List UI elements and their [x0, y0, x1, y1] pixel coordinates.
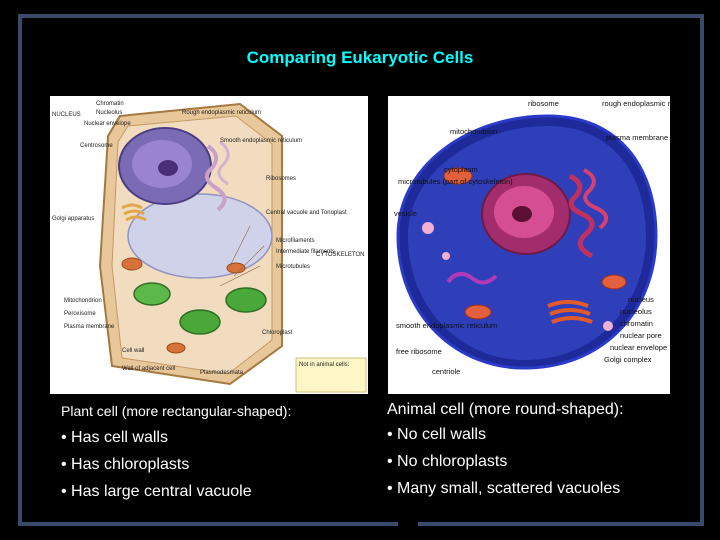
label-microtubules: microtubules (part of cytoskeleton)	[398, 177, 513, 186]
animal-bullet-cell-walls: • No cell walls	[387, 426, 486, 443]
plant-bullet-vacuole: • Has large central vacuole	[61, 483, 252, 500]
slide-frame-bottom	[18, 518, 704, 530]
label-mitochondrion: mitochondrion	[450, 127, 497, 136]
label-ribosome: ribosome	[528, 99, 559, 108]
label-free-ribosome: free ribosome	[396, 347, 442, 356]
animal-cell-caption: Animal cell (more round-shaped):	[387, 401, 624, 418]
label-nuclear-pore: nuclear pore	[620, 331, 662, 340]
plant-bullet-chloroplasts: • Has chloroplasts	[61, 456, 190, 473]
label-plasma-membrane: Plasma membrane	[64, 324, 115, 330]
label-centrosome: Centrosome	[80, 143, 113, 149]
label-chromatin: chromatin	[620, 319, 653, 328]
slide-frame-right	[700, 14, 704, 526]
label-golgi: Golgi apparatus	[52, 216, 94, 222]
label-vacuole: Central vacuole and Tonoplast	[266, 210, 347, 216]
label-nuclear-envelope: nuclear envelope	[610, 343, 667, 352]
label-plasmodesmata: Plasmodesmata	[200, 370, 244, 376]
label-rough-er: rough endoplasmic reticulum	[602, 99, 670, 108]
label-nucleolus: nucleolus	[620, 307, 652, 316]
label-intermediate: Intermediate filaments	[276, 249, 335, 255]
label-microfilaments: Microfilaments	[276, 238, 315, 244]
animal-bullet-vacuoles: • Many small, scattered vacuoles	[387, 480, 621, 497]
plant-bullet-cell-walls: • Has cell walls	[61, 429, 168, 446]
animal-cell-diagram: ribosome rough endoplasmic reticulum mit…	[388, 96, 670, 394]
label-vesicle: vesicle	[394, 209, 417, 218]
label-mitochondrion: Mitochondrion	[64, 298, 102, 304]
animal-bullet-list: • No cell walls • No chloroplasts • Many…	[387, 425, 620, 506]
label-nucleus: NUCLEUS	[52, 112, 81, 118]
label-cell-wall: Cell wall	[122, 348, 144, 354]
label-smooth-er: smooth endoplasmic reticulum	[396, 321, 497, 330]
label-nuclear-envelope: Nuclear envelope	[84, 121, 131, 127]
label-smooth-er: Smooth endoplasmic reticulum	[220, 138, 302, 144]
label-nucleolus: Nucleolus	[96, 110, 122, 116]
label-wall-adjacent: Wall of adjacent cell	[122, 366, 175, 372]
label-ribosomes: Ribosomes	[266, 176, 296, 182]
label-chloroplast: Chloroplast	[262, 330, 293, 336]
animal-bullet-chloroplasts: • No chloroplasts	[387, 453, 508, 470]
label-not-in-animal: Not in animal cells:	[299, 362, 350, 368]
slide-frame-left	[18, 14, 22, 526]
label-chromatin: Chromatin	[96, 101, 124, 107]
plant-bullet-list: • Has cell walls • Has chloroplasts • Ha…	[61, 428, 252, 509]
label-peroxisome: Peroxisome	[64, 311, 96, 317]
plant-cell-diagram: Chromatin Nucleolus NUCLEUS Nuclear enve…	[50, 96, 368, 394]
label-golgi: Golgi complex	[604, 355, 652, 364]
plant-cell-caption: Plant cell (more rectangular-shaped):	[61, 403, 292, 419]
label-cytoskeleton: CYTOSKELETON	[316, 252, 364, 258]
label-centriole: centriole	[432, 367, 460, 376]
label-plasma-membrane: plasma membrane	[606, 133, 668, 142]
label-rough-er: Rough endoplasmic reticulum	[182, 110, 261, 116]
slide-frame-top	[18, 14, 704, 18]
slide-title: Comparing Eukaryotic Cells	[246, 48, 474, 67]
label-microtubules: Microtubules	[276, 264, 310, 270]
label-cytoplasm: cytoplasm	[444, 165, 478, 174]
label-nucleus: nucleus	[628, 295, 654, 304]
